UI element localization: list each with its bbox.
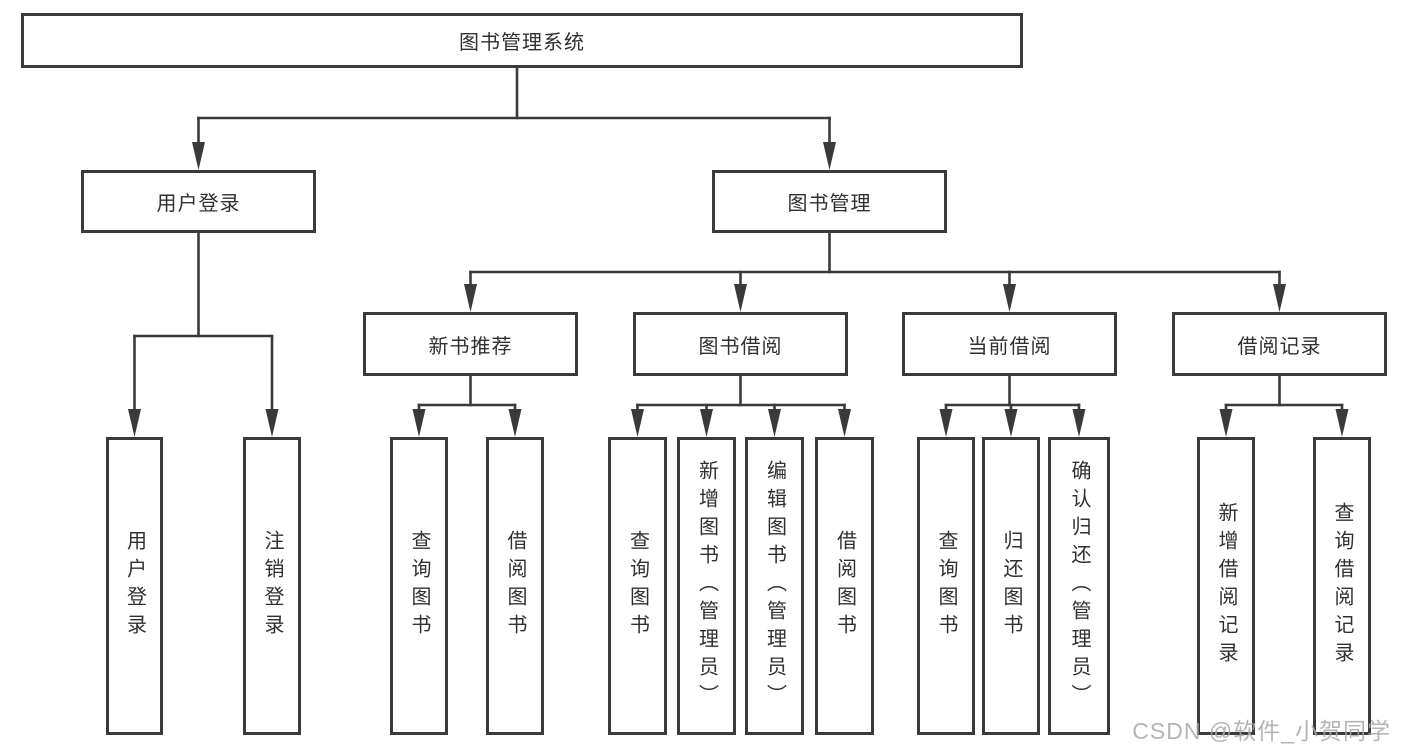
node-root: 图书管理系统 bbox=[21, 13, 1023, 68]
node-user-login-branch: 用户登录 bbox=[81, 170, 316, 233]
node-current-borrow: 当前借阅 bbox=[902, 312, 1117, 376]
node-query-book-under-borrow: 查询图书 bbox=[608, 437, 667, 735]
node-book-management-branch: 图书管理 bbox=[712, 170, 947, 233]
node-confirm-return-admin: 确认归还（管理员） bbox=[1048, 437, 1110, 735]
node-user-login-leaf: 用户登录 bbox=[106, 437, 163, 735]
node-borrow-book-under-borrow: 借阅图书 bbox=[815, 437, 874, 735]
node-add-borrow-record: 新增借阅记录 bbox=[1197, 437, 1255, 735]
node-borrow-book-under-recommend: 借阅图书 bbox=[486, 437, 544, 735]
node-query-borrow-record: 查询借阅记录 bbox=[1313, 437, 1371, 735]
node-query-book-under-recommend: 查询图书 bbox=[390, 437, 448, 735]
node-query-book-under-current: 查询图书 bbox=[917, 437, 975, 735]
node-return-book: 归还图书 bbox=[982, 437, 1040, 735]
watermark: CSDN @软件_小贺同学 bbox=[1132, 718, 1391, 744]
node-edit-book-admin: 编辑图书（管理员） bbox=[745, 437, 804, 735]
node-logout-leaf: 注销登录 bbox=[243, 437, 301, 735]
node-book-borrow: 图书借阅 bbox=[633, 312, 848, 376]
node-borrow-record: 借阅记录 bbox=[1172, 312, 1387, 376]
node-add-book-admin: 新增图书（管理员） bbox=[677, 437, 736, 735]
node-new-book-recommend: 新书推荐 bbox=[363, 312, 578, 376]
